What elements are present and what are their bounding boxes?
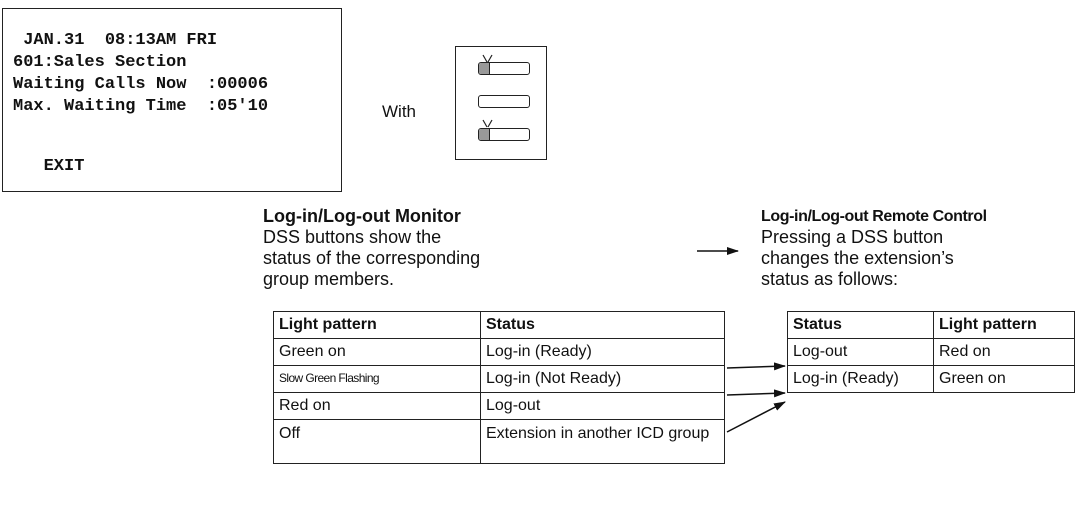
not-ready-to-logout-arrow	[726, 389, 786, 398]
table-row: Log-in (Ready) Green on	[787, 365, 1075, 393]
table-row: Log-out Red on	[787, 338, 1075, 366]
dss-led-1	[479, 63, 490, 74]
logout-to-login-arrow	[726, 401, 786, 433]
cell-status: Log-out	[787, 338, 934, 366]
dss-button-3[interactable]	[478, 128, 530, 141]
header-status: Status	[787, 311, 934, 339]
cell-status: Log-out	[480, 392, 725, 420]
led-flash-icon	[482, 119, 493, 128]
monitor-description: DSS buttons show the status of the corre…	[263, 227, 481, 289]
monitor-title: Log-in/Log-out Monitor	[263, 206, 461, 226]
header-light-pattern: Light pattern	[273, 311, 481, 339]
remote-description: Pressing a DSS button changes the extens…	[761, 227, 954, 289]
lcd-line-datetime: JAN.31 08:13AM FRI	[13, 31, 218, 50]
table-row: Red on Log-out	[273, 392, 725, 420]
cell-status: Extension in another ICD group	[480, 419, 725, 464]
cell-light-pattern: Green on	[933, 365, 1075, 393]
header-status: Status	[480, 311, 725, 339]
lcd-line-waiting-calls: Waiting Calls Now :00006	[13, 75, 269, 94]
table-row: Slow Green Flashing Log-in (Not Ready)	[273, 365, 725, 393]
table-header-row: Status Light pattern	[787, 311, 1075, 339]
table-header-row: Light pattern Status	[273, 311, 725, 339]
cell-light-pattern: Red on	[273, 392, 481, 420]
login-ready-to-logout-arrow	[726, 362, 786, 371]
with-label: With	[382, 102, 416, 121]
cell-light-pattern: Off	[273, 419, 481, 464]
cell-light-pattern: Red on	[933, 338, 1075, 366]
cell-light-pattern: Slow Green Flashing	[273, 365, 481, 393]
cell-status: Log-in (Ready)	[480, 338, 725, 366]
dss-button-2[interactable]	[478, 95, 530, 108]
lcd-exit-softkey[interactable]: EXIT	[13, 157, 85, 176]
cell-status: Log-in (Ready)	[787, 365, 934, 393]
remote-table: Status Light pattern Log-out Red on Log-…	[787, 311, 1075, 393]
dss-led-3	[479, 129, 490, 140]
lcd-display: JAN.31 08:13AM FRI 601:Sales Section Wai…	[2, 8, 342, 192]
table-row: Green on Log-in (Ready)	[273, 338, 725, 366]
led-flash-icon	[482, 54, 493, 63]
lcd-line-group: 601:Sales Section	[13, 53, 187, 72]
dss-button-1[interactable]	[478, 62, 530, 75]
dss-button-panel	[455, 46, 547, 160]
header-light-pattern: Light pattern	[933, 311, 1075, 339]
table-row: Off Extension in another ICD group	[273, 419, 725, 464]
remote-title: Log-in/Log-out Remote Control	[761, 208, 987, 225]
lcd-line-max-waiting: Max. Waiting Time :05'10	[13, 97, 269, 116]
cell-light-pattern: Green on	[273, 338, 481, 366]
cell-status: Log-in (Not Ready)	[480, 365, 725, 393]
monitor-table: Light pattern Status Green on Log-in (Re…	[273, 311, 725, 464]
